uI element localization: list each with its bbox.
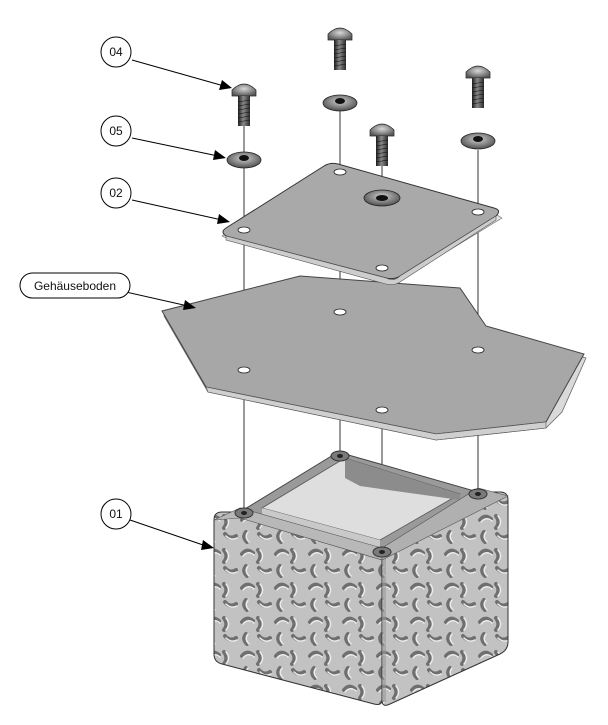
screw-d [369, 123, 395, 166]
callout-05: 05 [100, 115, 226, 160]
part-02-cover-plate [221, 162, 503, 285]
callout-01-label: 01 [109, 507, 123, 521]
callout-02-label: 02 [109, 186, 123, 200]
callout-gehaeuseboden-label: Gehäuseboden [34, 279, 116, 293]
screw-a [231, 83, 257, 126]
screw-b [327, 27, 353, 70]
part-04-screws [231, 27, 491, 166]
callout-gehaeuseboden: Gehäuseboden [19, 272, 196, 310]
callout-01: 01 [100, 498, 214, 550]
callout-05-label: 05 [109, 124, 123, 138]
callout-04-label: 04 [109, 45, 123, 59]
screw-c [465, 65, 491, 108]
callout-04: 04 [100, 36, 232, 90]
part-01-checker-box [213, 450, 509, 706]
callout-02: 02 [100, 177, 230, 224]
housing-bottom-plate [161, 275, 587, 441]
part-05-washers [226, 94, 496, 169]
